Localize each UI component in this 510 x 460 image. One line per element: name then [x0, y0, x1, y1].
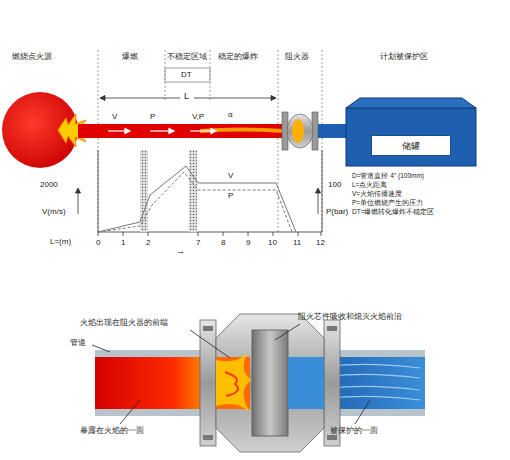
- diagram-label: 12: [316, 238, 325, 247]
- diagram-label: V: [228, 171, 233, 180]
- tank-label-box: 储罐: [371, 135, 451, 156]
- diagram-label: 计划被保护区: [380, 52, 428, 61]
- diagram-label: 0: [96, 238, 100, 247]
- diagram-label: 1: [121, 238, 125, 247]
- legend-note: DT=爆燃转化爆炸不稳定区: [352, 208, 434, 215]
- legend-note: P=单位燃烧产生的压力: [352, 199, 423, 206]
- callout-label: 被保护的一面: [330, 426, 378, 435]
- legend-note: L=点火距离: [352, 181, 387, 188]
- diagram-label: V(m/s): [42, 207, 66, 216]
- diagram-label: 9: [246, 238, 250, 247]
- legend-note: V=火焰传播速度: [352, 190, 402, 197]
- diagram-label: V: [112, 112, 117, 121]
- diagram-label: DT: [181, 70, 192, 79]
- callout-label: 管道: [70, 338, 86, 347]
- callout-label: 阻火芯件吸收和熄灭火焰前沿: [298, 312, 402, 321]
- diagram-label: P: [228, 191, 233, 200]
- tank-label: 储罐: [372, 140, 450, 153]
- legend-note: D=管道直径 4" (100mm): [352, 172, 424, 179]
- diagram-label: L: [184, 91, 189, 101]
- callout-label: 暴露在火焰的一面: [80, 426, 144, 435]
- diagram-label: 燃烧点火源: [12, 52, 52, 61]
- diagram-label: 稳定的爆炸: [218, 52, 258, 61]
- diagram-label: →: [176, 246, 185, 256]
- callout-label: 火焰出现在阻火器的前端: [80, 318, 168, 327]
- diagram-label: P(bar): [326, 207, 348, 216]
- diagram-label: 7: [196, 238, 200, 247]
- diagram-label: P: [150, 112, 155, 121]
- diagram-label: 10: [268, 238, 277, 247]
- diagram-label: 11: [293, 238, 301, 247]
- diagram-label: 阻火器: [285, 52, 309, 61]
- diagram-label: 100: [328, 180, 341, 189]
- diagram-label: 2000: [40, 180, 58, 189]
- diagram-label: L=(m): [50, 237, 71, 246]
- diagram-label: 8: [221, 238, 225, 247]
- diagram-label: 爆燃: [122, 52, 138, 61]
- diagram-label: 2: [146, 238, 150, 247]
- diagram-label: 不稳定区域: [167, 52, 207, 61]
- diagram-label: α: [228, 110, 233, 119]
- diagram-label: V,P: [192, 112, 204, 121]
